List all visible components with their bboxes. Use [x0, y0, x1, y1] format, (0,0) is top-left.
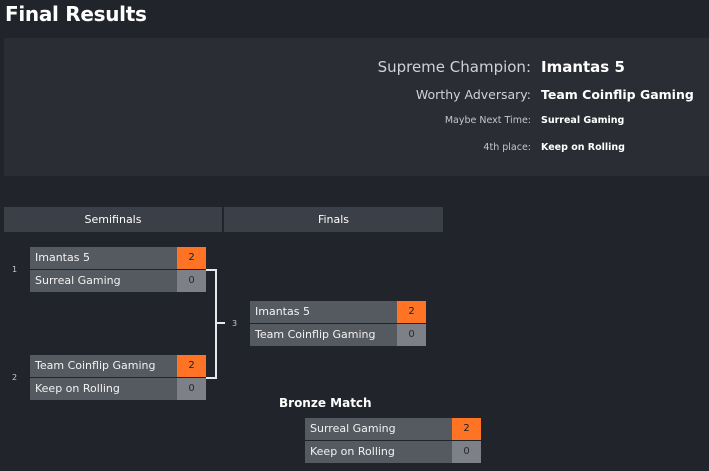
score-badge-win: 2	[452, 418, 481, 440]
match-final[interactable]: Imantas 5 2 Team Coinflip Gaming 0	[250, 301, 426, 347]
match-team-row[interactable]: Imantas 5 2	[30, 247, 206, 269]
round-header-finals: Finals	[224, 207, 443, 232]
bronze-match-title: Bronze Match	[279, 396, 372, 410]
score-badge-loss: 0	[177, 270, 206, 292]
score-badge-win: 2	[177, 247, 206, 269]
team-name: Imantas 5	[35, 251, 90, 264]
team-name: Keep on Rolling	[310, 445, 395, 458]
bracket-connector	[206, 269, 217, 379]
standing-label: Worthy Adversary:	[415, 87, 531, 102]
team-name: Team Coinflip Gaming	[255, 328, 376, 341]
match-seed: 3	[232, 319, 238, 328]
standing-team: Surreal Gaming	[541, 115, 625, 126]
match-semifinal-1[interactable]: Imantas 5 2 Surreal Gaming 0	[30, 247, 206, 293]
score-badge-loss: 0	[397, 324, 426, 346]
match-team-row[interactable]: Imantas 5 2	[250, 301, 426, 323]
standing-team: Team Coinflip Gaming	[541, 87, 694, 102]
round-header-semifinals: Semifinals	[4, 207, 222, 232]
standing-label: Supreme Champion:	[377, 58, 531, 76]
team-name: Surreal Gaming	[35, 274, 121, 287]
team-name: Keep on Rolling	[35, 382, 120, 395]
match-team-row[interactable]: Surreal Gaming 0	[30, 270, 206, 292]
score-badge-win: 2	[397, 301, 426, 323]
bracket-connector-stub	[215, 322, 225, 324]
final-standings-panel: Supreme Champion: Imantas 5 Worthy Adver…	[4, 38, 709, 176]
standing-label: Maybe Next Time:	[444, 115, 531, 126]
standing-label: 4th place:	[483, 142, 531, 153]
match-semifinal-2[interactable]: Team Coinflip Gaming 2 Keep on Rolling 0	[30, 355, 206, 401]
team-name: Team Coinflip Gaming	[35, 359, 156, 372]
score-badge-loss: 0	[177, 378, 206, 400]
match-team-row[interactable]: Keep on Rolling 0	[305, 441, 481, 463]
team-name: Surreal Gaming	[310, 422, 396, 435]
match-team-row[interactable]: Keep on Rolling 0	[30, 378, 206, 400]
standing-team: Imantas 5	[541, 58, 625, 76]
match-team-row[interactable]: Team Coinflip Gaming 0	[250, 324, 426, 346]
match-team-row[interactable]: Team Coinflip Gaming 2	[30, 355, 206, 377]
match-seed: 1	[12, 265, 18, 274]
standing-team: Keep on Rolling	[541, 142, 625, 153]
match-team-row[interactable]: Surreal Gaming 2	[305, 418, 481, 440]
match-seed: 2	[12, 373, 18, 382]
team-name: Imantas 5	[255, 305, 310, 318]
page-title: Final Results	[5, 2, 147, 26]
score-badge-win: 2	[177, 355, 206, 377]
score-badge-loss: 0	[452, 441, 481, 463]
match-bronze[interactable]: Surreal Gaming 2 Keep on Rolling 0	[305, 418, 481, 464]
